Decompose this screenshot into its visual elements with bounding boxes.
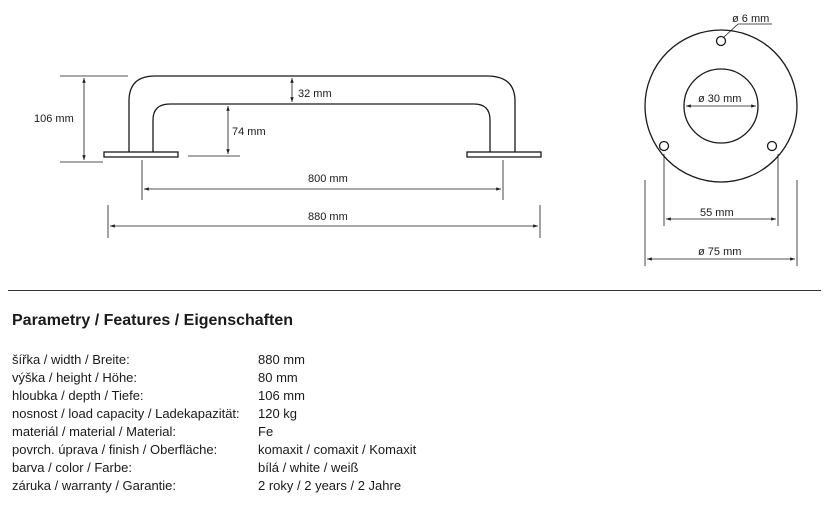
feature-label: materiál / material / Material:: [12, 424, 176, 439]
section-divider: [8, 290, 821, 291]
tube-offset-label: 32 mm: [298, 88, 332, 100]
feature-value: 106 mm: [258, 388, 305, 403]
feature-label: záruka / warranty / Garantie:: [12, 478, 177, 493]
height-dimension: [60, 75, 128, 163]
flange-right-hole: [766, 140, 778, 152]
feature-value: 80 mm: [258, 370, 298, 385]
feature-value: komaxit / comaxit / Komaxit: [258, 442, 417, 457]
center-span-dimension: [141, 160, 504, 200]
technical-drawing: 106 mm 74 mm 32 mm 800 mm 880 mm ø 6 mm: [34, 13, 798, 266]
table-row: nosnost / load capacity / Ladekapazität:…: [12, 405, 416, 423]
feature-label: výška / height / Höhe:: [12, 370, 138, 385]
feature-value: Fe: [258, 424, 274, 439]
right-flange: [466, 151, 542, 158]
table-row: šířka / width / Breite: 880 mm: [12, 351, 416, 369]
total-length-label: 880 mm: [308, 211, 348, 223]
rise-dimension: [188, 106, 240, 157]
total-length-dimension: [107, 205, 541, 238]
outer-diameter-label: ø 75 mm: [698, 246, 741, 258]
table-row: materiál / material / Material: Fe: [12, 423, 416, 441]
feature-value: bílá / white / weiß: [258, 460, 359, 475]
grab-bar-inner-contour: [152, 103, 491, 152]
feature-label: šířka / width / Breite:: [12, 352, 130, 367]
features-heading: Parametry / Features / Eigenschaften: [12, 312, 293, 329]
height-overall-label: 106 mm: [34, 113, 74, 125]
table-row: záruka / warranty / Garantie: 2 roky / 2…: [12, 477, 416, 495]
feature-label: barva / color / Farbe:: [12, 460, 132, 475]
left-flange: [103, 151, 179, 158]
hole-spacing-label: 55 mm: [700, 207, 734, 219]
feature-label: nosnost / load capacity / Ladekapazität:: [12, 406, 240, 421]
hole-diameter-leader: [723, 23, 772, 38]
feature-value: 880 mm: [258, 352, 305, 367]
grab-bar-side-view: [103, 75, 542, 158]
features-table: šířka / width / Breite: 880 mm výška / h…: [12, 351, 416, 495]
rise-label: 74 mm: [232, 126, 266, 138]
grab-bar-outer-contour: [128, 75, 516, 152]
flange-left-hole: [658, 140, 670, 152]
hole-spacing-dimension: [663, 154, 779, 226]
outer-diameter-dimension: [644, 180, 798, 266]
flange-top-hole: [715, 35, 727, 47]
table-row: povrch. úprava / finish / Oberfläche: ko…: [12, 441, 416, 459]
hole-diameter-label: ø 6 mm: [732, 13, 769, 25]
table-row: hloubka / depth / Tiefe: 106 mm: [12, 387, 416, 405]
feature-label: hloubka / depth / Tiefe:: [12, 388, 144, 403]
feature-value: 2 roky / 2 years / 2 Jahre: [258, 478, 402, 493]
flange-center-bore: [683, 68, 759, 144]
feature-value: 120 kg: [258, 406, 298, 421]
center-span-label: 800 mm: [308, 173, 348, 185]
feature-label: povrch. úprava / finish / Oberfläche:: [12, 442, 218, 457]
table-row: výška / height / Höhe: 80 mm: [12, 369, 416, 387]
center-bore-label: ø 30 mm: [698, 93, 741, 105]
table-row: barva / color / Farbe: bílá / white / we…: [12, 459, 416, 477]
